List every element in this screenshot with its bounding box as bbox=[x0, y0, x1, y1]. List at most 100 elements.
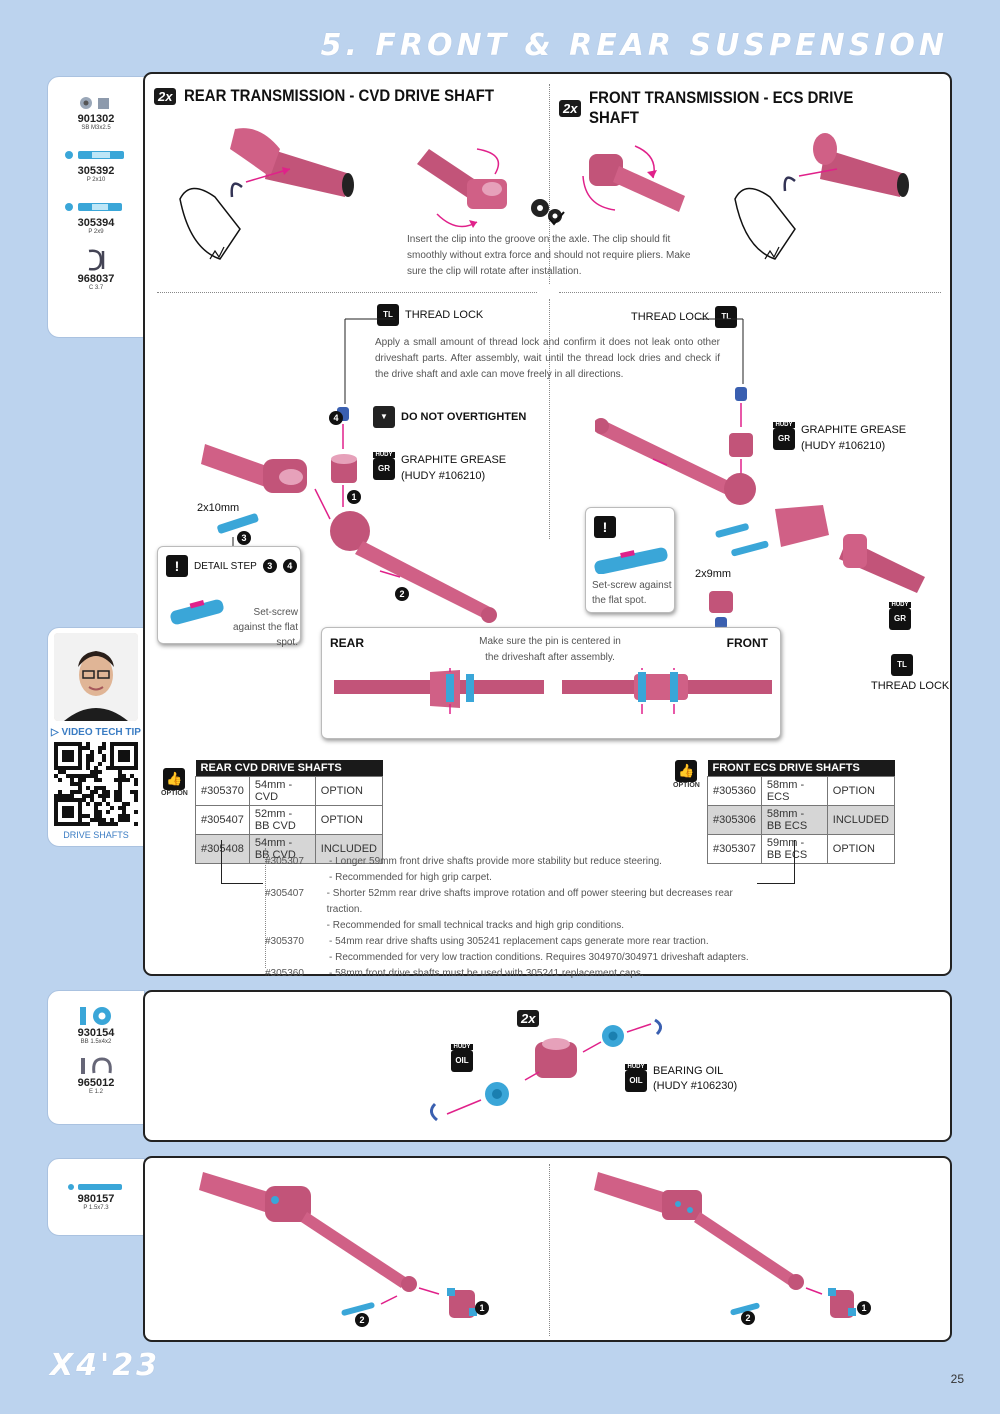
part-980157: 980157 P 1.5x7.3 bbox=[48, 1181, 144, 1211]
hudy-logo: HUDY bbox=[373, 452, 395, 458]
avatar bbox=[54, 633, 138, 721]
bearing-assembly-illustration bbox=[430, 1018, 662, 1122]
gears-icon bbox=[531, 199, 565, 226]
rear-clip-illustration bbox=[179, 128, 354, 260]
rear-assembly-illustration bbox=[201, 318, 497, 623]
parts-sidebar-1: 901302 SB M3x2.5 305392 P 2x10 305394 P … bbox=[47, 76, 145, 338]
front-clip-illustration bbox=[734, 133, 909, 260]
parts-sidebar-2: 930154 BB 1.5x4x2 965012 E 1.2 bbox=[47, 990, 145, 1125]
option-label: OPTION bbox=[161, 790, 188, 797]
hudy-logo: HUDY bbox=[889, 602, 911, 608]
part-305394: 305394 P 2x9 bbox=[48, 197, 144, 235]
screwdriver-icon: ▼ bbox=[373, 406, 395, 428]
step-number-1: 1 bbox=[475, 1301, 489, 1315]
pin-detail-illustration bbox=[170, 599, 224, 625]
exclamation-icon: ! bbox=[166, 555, 188, 577]
detail-step-label: DETAIL STEP bbox=[194, 560, 257, 572]
option-label: OPTION bbox=[673, 782, 700, 789]
front-label: FRONT bbox=[726, 636, 768, 650]
play-icon: ▷ bbox=[51, 727, 59, 738]
quantity-badge: 2x bbox=[517, 1010, 540, 1027]
rear-clip-rotate-illustration bbox=[417, 148, 507, 228]
pin-size-front: 2x9mm bbox=[695, 568, 732, 580]
oil-icon: OIL bbox=[625, 1070, 647, 1092]
thumbs-up-icon: 👍 bbox=[163, 768, 186, 790]
exclamation-icon: ! bbox=[594, 516, 616, 538]
pin-icon bbox=[48, 145, 144, 165]
rear-label: REAR bbox=[330, 636, 365, 650]
step-number-2: 2 bbox=[741, 1311, 755, 1325]
detail-step-bubble: ! DETAIL STEP 3 4 Set-screw against the … bbox=[157, 546, 301, 648]
part-965012: 965012 E 1.2 bbox=[48, 1055, 144, 1095]
bearing-oil-label: BEARING OIL bbox=[653, 1065, 724, 1077]
e-clip-icon bbox=[48, 1055, 144, 1077]
parts-sidebar-3: 980157 P 1.5x7.3 bbox=[47, 1158, 145, 1236]
clip-icon bbox=[48, 247, 144, 273]
drive-shaft-notes: #305307- Longer 59mm front drive shafts … bbox=[265, 856, 749, 979]
hudy-logo: HUDY bbox=[625, 1064, 647, 1070]
graphite-grease-label: GRAPHITE GREASE bbox=[401, 454, 507, 466]
hudy-grease-code: (HUDY #106210) bbox=[801, 440, 886, 452]
qr-code[interactable] bbox=[54, 742, 138, 826]
hudy-grease-code: (HUDY #106210) bbox=[401, 470, 486, 482]
clip-instruction: Insert the clip into the groove on the a… bbox=[407, 234, 691, 277]
quantity-badge: 2x bbox=[154, 87, 177, 105]
hudy-logo: HUDY bbox=[451, 1044, 473, 1050]
step-number-2: 2 bbox=[395, 587, 409, 601]
thumbs-up-icon: 👍 bbox=[675, 760, 698, 782]
front-clip-rotate-illustration bbox=[582, 145, 685, 212]
thread-lock-label: THREAD LOCK bbox=[631, 311, 710, 323]
hudy-oil-code: (HUDY #106230) bbox=[653, 1080, 738, 1092]
rear-transmission-title: REAR TRANSMISSION - CVD DRIVE SHAFT bbox=[184, 86, 495, 105]
step-number-1: 1 bbox=[857, 1301, 871, 1315]
thread-lock-label: THREAD LOCK bbox=[405, 309, 484, 321]
quantity-badge: 2x bbox=[559, 99, 582, 117]
thread-lock-instruction: Apply a small amount of thread lock and … bbox=[375, 337, 720, 380]
thread-lock-label: THREAD LOCK bbox=[871, 680, 950, 692]
pin-icon bbox=[48, 197, 144, 217]
step-number-4: 4 bbox=[329, 411, 343, 425]
part-901302: 901302 SB M3x2.5 bbox=[48, 93, 144, 131]
step-panel-shaft-assembly: 1 2 1 2 bbox=[143, 1156, 952, 1342]
page-number: 25 bbox=[950, 1372, 964, 1386]
step-panel-bearings: 2x HUDY OIL HUDY OIL BEARING OIL (HUDY #… bbox=[143, 990, 952, 1142]
pin-centered-note: Make sure the pin is centered in the dri… bbox=[479, 636, 621, 663]
thread-lock-icon: TL bbox=[715, 306, 738, 328]
setscrew-note: Set-screw against the flat spot. bbox=[232, 607, 298, 648]
front-assembly-illustration bbox=[595, 318, 925, 629]
front-detail-bubble: ! Set-screw against the flat spot. bbox=[585, 507, 675, 613]
step-number-2: 2 bbox=[355, 1313, 369, 1327]
video-tech-tip[interactable]: ▷ VIDEO TECH TIP DRIVE SHAFTS bbox=[47, 627, 145, 847]
pin-icon bbox=[48, 1181, 144, 1193]
pin-centered-box: REAR FRONT Make sure the pin is centered… bbox=[321, 627, 781, 739]
front-pin-crosssection bbox=[562, 668, 772, 714]
grease-icon: GR bbox=[889, 608, 911, 630]
hudy-logo: HUDY bbox=[773, 422, 795, 428]
front-transmission-title: FRONT TRANSMISSION - ECS DRIVE SHAFT bbox=[589, 88, 854, 127]
grease-icon: GR bbox=[373, 458, 395, 480]
setscrew-note: Set-screw against the flat spot. bbox=[592, 580, 672, 606]
step-number-3: 3 bbox=[237, 531, 251, 545]
setscrew-icon bbox=[48, 93, 144, 113]
front-shaft-assembly-illustration bbox=[594, 1172, 856, 1318]
bearing-icon bbox=[48, 1005, 144, 1027]
x4-logo: X4'23 bbox=[50, 1348, 160, 1383]
step-panel-drive-shafts: 2x REAR TRANSMISSION - CVD DRIVE SHAFT 2… bbox=[143, 72, 952, 979]
thread-lock-icon: TL bbox=[377, 304, 399, 326]
do-not-overtighten-label: DO NOT OVERTIGHTEN bbox=[401, 411, 527, 423]
pin-detail-illustration bbox=[594, 547, 668, 574]
oil-icon: OIL bbox=[451, 1050, 473, 1072]
step-number-1: 1 bbox=[347, 490, 361, 504]
pin-size-rear: 2x10mm bbox=[197, 502, 240, 514]
part-305392: 305392 P 2x10 bbox=[48, 145, 144, 183]
graphite-grease-label: GRAPHITE GREASE bbox=[801, 424, 907, 436]
thread-lock-icon: TL bbox=[891, 654, 913, 676]
rear-shaft-assembly-illustration bbox=[199, 1172, 477, 1318]
